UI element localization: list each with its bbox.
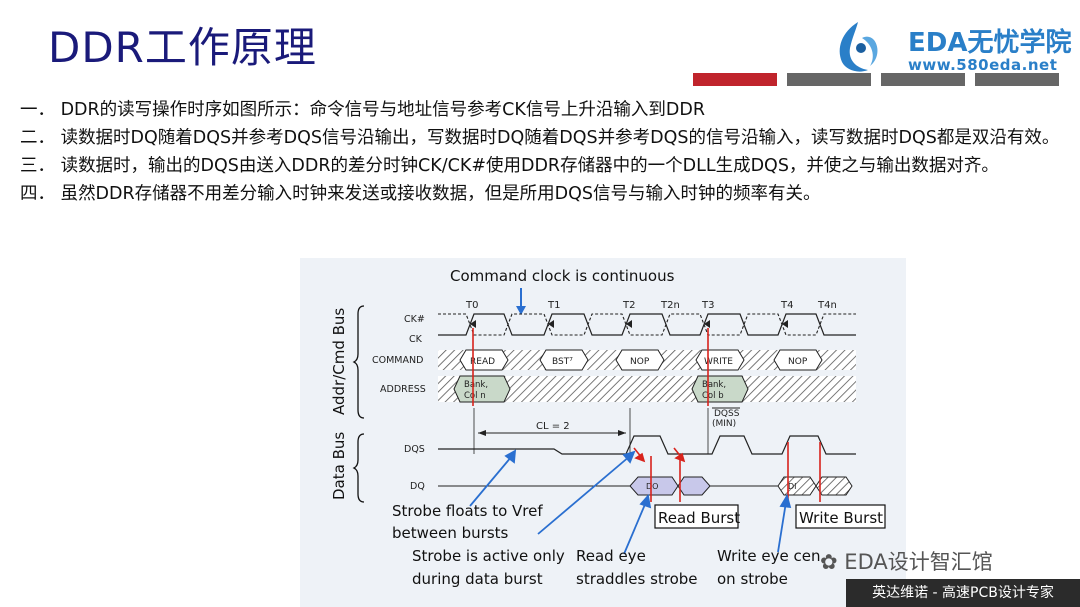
paragraph-3: 三． 读数据时，输出的DQS由送入DDR的差分时钟CK/CK#使用DDR存储器中… xyxy=(20,156,999,176)
callout-arrows xyxy=(469,449,792,555)
command-read: READ xyxy=(470,357,495,367)
group-label-data: Data Bus xyxy=(330,432,348,500)
callout-write-eye-1: Write eye cen xyxy=(717,547,820,565)
command-nop-1: NOP xyxy=(630,357,650,367)
signal-command: COMMAND xyxy=(372,355,423,366)
group-label-addr: Addr/Cmd Bus xyxy=(330,308,348,415)
signal-dq: DQ xyxy=(410,481,425,492)
diagram-caption: Command clock is continuous xyxy=(450,267,675,285)
address-bus xyxy=(438,375,856,403)
eda-logo-icon xyxy=(839,22,878,72)
command-bus xyxy=(438,349,856,371)
watermark-text: EDA设计智汇馆 xyxy=(844,550,993,574)
time-label-t3: T3 xyxy=(701,300,714,311)
cl-label: CL = 2 xyxy=(536,421,570,432)
address-bank-1: Bank, xyxy=(464,380,488,390)
signal-ckn: CK# xyxy=(404,314,425,325)
time-label-t2n: T2n xyxy=(660,300,680,311)
header-bar-gray xyxy=(787,73,871,86)
header-bar-gray xyxy=(975,73,1059,86)
time-label-t4: T4 xyxy=(780,300,793,311)
ck-waveform xyxy=(438,313,856,336)
dqss-min-label: (MIN) xyxy=(712,419,736,429)
callout-strobe-floats-2: between bursts xyxy=(392,524,509,542)
command-bst: BST⁷ xyxy=(552,357,573,367)
signal-dqs: DQS xyxy=(404,444,425,455)
ckn-waveform xyxy=(438,313,856,336)
address-bank-2: Bank, xyxy=(702,380,726,390)
dq-read-data: DO xyxy=(646,482,658,491)
signal-ck: CK xyxy=(409,334,423,345)
time-label-t0: T0 xyxy=(465,300,478,311)
timing-diagram-svg: Command clock is continuous Addr/Cmd Bus… xyxy=(330,267,886,588)
clock-edge-markers xyxy=(470,320,788,328)
address-col-1: Col n xyxy=(464,391,486,401)
eda-logo: EDA无忧学院 www.580eda.net xyxy=(828,18,1072,78)
paragraph-4: 四． 虽然DDR存储器不用差分输入时钟来发送或接收数据，但是所用DQS信号与输入… xyxy=(20,184,821,204)
red-edge-markers xyxy=(472,328,821,502)
read-burst-box xyxy=(654,504,739,529)
time-label-t2: T2 xyxy=(622,300,635,311)
slide-title: DDR工作原理 xyxy=(48,23,317,72)
write-burst-box xyxy=(795,504,886,529)
callout-read-eye-1: Read eye xyxy=(576,547,646,565)
callout-write-eye-2: on strobe xyxy=(717,570,788,588)
header-bar-red xyxy=(693,73,777,86)
command-nop-2: NOP xyxy=(788,357,808,367)
dq-write-data: DI xyxy=(788,482,797,491)
callout-read-eye-2: straddles strobe xyxy=(576,570,698,588)
time-label-t1: T1 xyxy=(547,300,560,311)
watermark: ✿ EDA设计智汇馆 xyxy=(820,546,993,576)
ddr-timing-diagram: Command clock is continuous Addr/Cmd Bus… xyxy=(300,258,906,607)
footer-banner: 英达维诺 - 高速PCB设计专家 xyxy=(846,579,1080,607)
body-text: 一． DDR的读写操作时序如图所示：命令信号与地址信号参考CK信号上升沿输入到D… xyxy=(20,96,1070,208)
logo-url: www.580eda.net xyxy=(908,56,1058,74)
dqs-waveform xyxy=(438,435,856,455)
callout-strobe-floats-1: Strobe floats to Vref xyxy=(392,502,543,520)
callout-read-burst: Read Burst xyxy=(658,509,740,527)
callout-strobe-active-2: during data burst xyxy=(412,570,543,588)
header-bar-gray xyxy=(881,73,965,86)
wechat-icon: ✿ xyxy=(820,550,838,574)
logo-name: EDA无忧学院 xyxy=(908,28,1072,58)
address-col-2: Col b xyxy=(702,391,724,401)
paragraph-1: 一． DDR的读写操作时序如图所示：命令信号与地址信号参考CK信号上升沿输入到D… xyxy=(20,100,705,120)
command-write: WRITE xyxy=(704,357,733,367)
callout-write-burst: Write Burst xyxy=(799,509,883,527)
callout-strobe-active-1: Strobe is active only xyxy=(412,547,565,565)
time-label-t4n: T4n xyxy=(817,300,837,311)
dqss-label: DQSS xyxy=(714,409,740,419)
signal-address: ADDRESS xyxy=(380,384,426,395)
paragraph-2: 二． 读数据时DQ随着DQS并参考DQS信号沿输出，写数据时DQ随着DQS并参考… xyxy=(20,128,1060,148)
